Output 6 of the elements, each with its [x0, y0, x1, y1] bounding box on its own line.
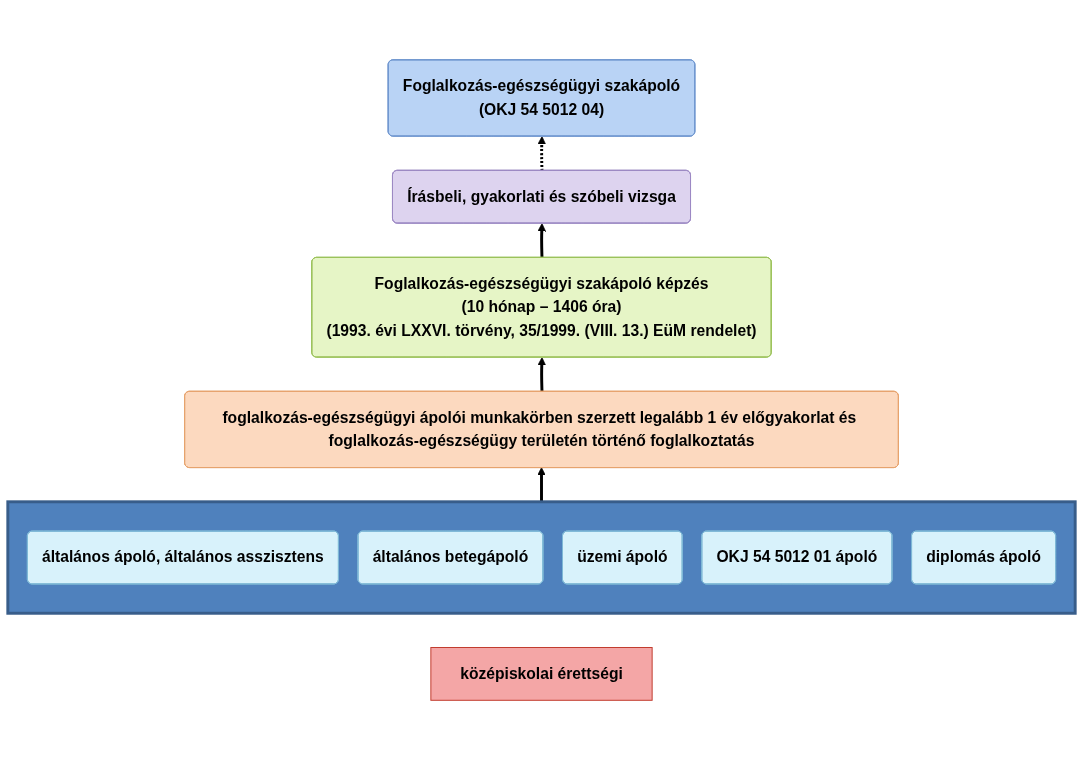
arrow [537, 467, 546, 503]
arrow [537, 223, 547, 259]
arrow [537, 136, 547, 172]
node-box: középiskolai érettségi [430, 647, 653, 702]
arrow [537, 357, 547, 393]
cluster [6, 500, 1077, 616]
